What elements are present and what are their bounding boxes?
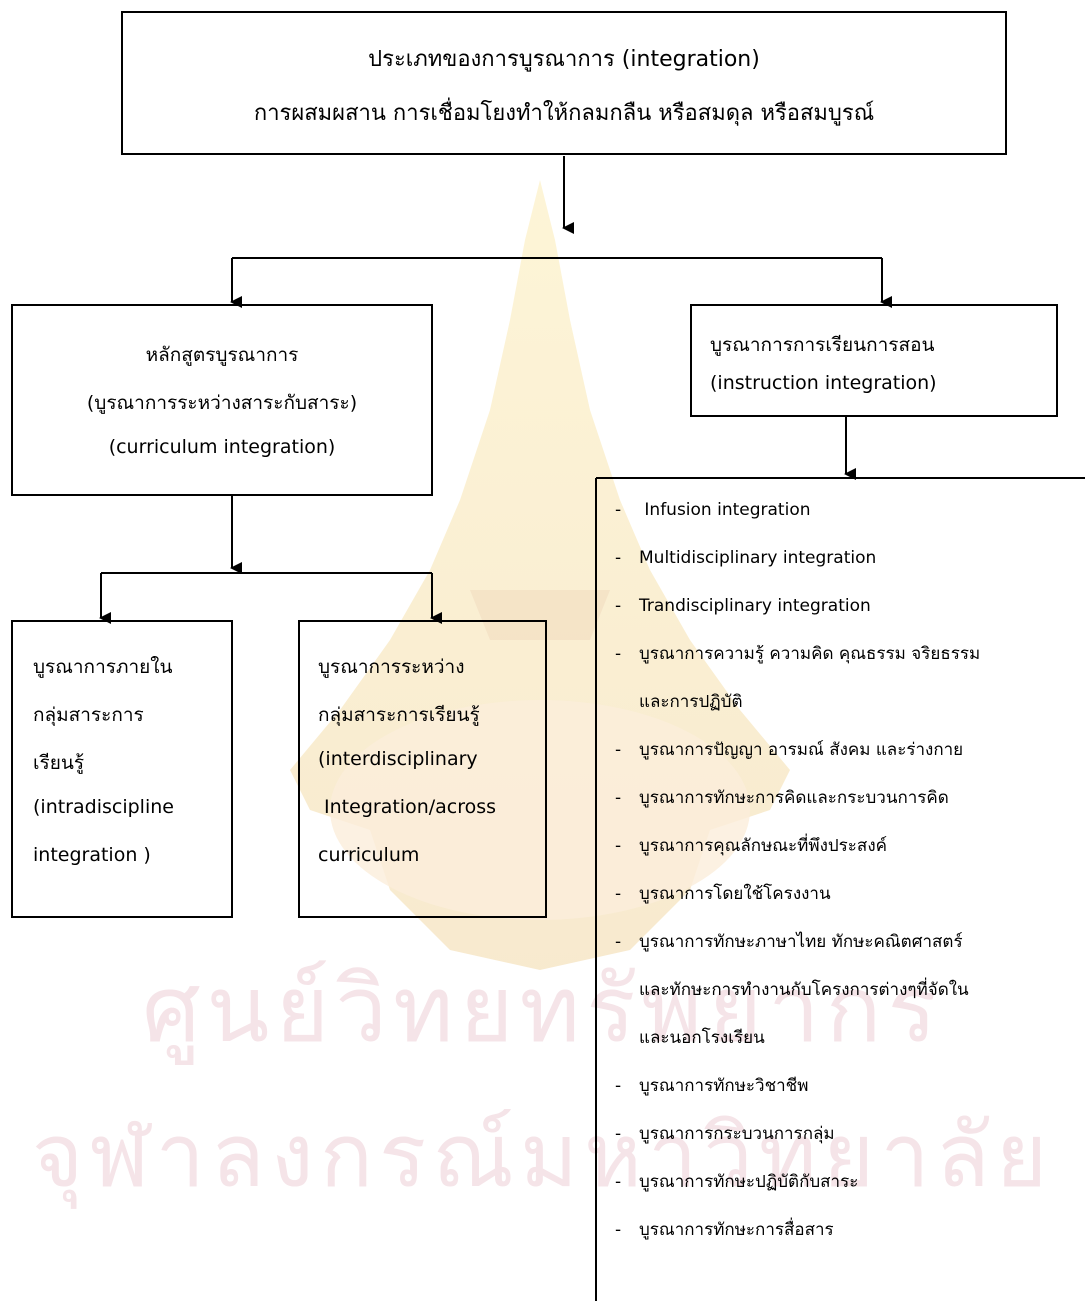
- list-item-text: Infusion integration: [639, 500, 811, 520]
- list-item-text: บูรณาการกระบวนการกลุ่ม: [639, 1124, 835, 1144]
- list-item-dash: -: [615, 740, 622, 760]
- list-item: -บูรณาการทักษะภาษาไทย ทักษะคณิตศาสตร์: [615, 930, 1085, 978]
- list-item-text: บูรณาการความรู้ ความคิด คุณธรรม จริยธรรม: [639, 644, 981, 664]
- list-item-text: Trandisciplinary integration: [639, 596, 871, 616]
- list-item: และนอกโรงเรียน: [615, 1026, 1085, 1074]
- watermark-line-1: ศูนย์วิทยทรัพยากร: [142, 956, 943, 1063]
- list-item-text: Multidisciplinary integration: [639, 548, 877, 568]
- list-item-text: และการปฏิบัติ: [639, 692, 743, 712]
- sub-left-line-2: กลุ่มสาระการ: [33, 704, 144, 726]
- integration-methods-list: - Infusion integration-Multidisciplinary…: [615, 498, 1085, 1266]
- sub-left-line-3: เรียนรู้: [33, 752, 85, 774]
- list-item-dash: -: [615, 836, 622, 856]
- list-item: -Multidisciplinary integration: [615, 546, 1085, 594]
- list-item-dash: -: [615, 788, 622, 808]
- list-item-text: บูรณาการคุณลักษณะที่พึงประสงค์: [639, 836, 887, 856]
- list-item: -บูรณาการกระบวนการกลุ่ม: [615, 1122, 1085, 1170]
- top-box-subtitle: การผสมผสาน การเชื่อมโยงทำให้กลมกลืน หรือ…: [253, 101, 875, 126]
- list-item-dash: -: [615, 884, 622, 904]
- list-item: และทักษะการทำงานกับโครงการต่างๆที่จัดใน: [615, 978, 1085, 1026]
- list-item-text: และนอกโรงเรียน: [639, 1028, 765, 1048]
- sub-left-line-1: บูรณาการภายใน: [33, 656, 173, 678]
- university-seal-watermark: [290, 180, 790, 970]
- list-item: และการปฏิบัติ: [615, 690, 1085, 738]
- sub-left-line-4: (intradiscipline: [33, 796, 174, 818]
- sub-left-line-5: integration ): [33, 844, 151, 866]
- list-item-dash: -: [615, 1220, 622, 1240]
- sub-right-line-1: บูรณาการระหว่าง: [318, 656, 465, 678]
- list-item: -Trandisciplinary integration: [615, 594, 1085, 642]
- left-box-line-1: หลักสูตรบูรณาการ: [145, 344, 299, 366]
- watermark-line-2: จุฬาลงกรณ์มหาวิทยาลัย: [31, 1104, 1054, 1207]
- list-item: -บูรณาการทักษะการสื่อสาร: [615, 1218, 1085, 1266]
- left-box-line-3: (curriculum integration): [108, 436, 336, 458]
- list-item-text: บูรณาการโดยใช้โครงงาน: [639, 884, 831, 904]
- instruction-integration-box: บูรณาการการเรียนการสอน (instruction inte…: [690, 304, 1058, 417]
- sub-right-line-5: curriculum: [318, 844, 420, 866]
- list-item-text: บูรณาการปัญญา อารมณ์ สังคม และร่างกาย: [639, 740, 964, 760]
- list-item-dash: -: [615, 596, 622, 616]
- list-item-text: บูรณาการทักษะภาษาไทย ทักษะคณิตศาสตร์: [639, 932, 963, 952]
- top-box-title: ประเภทของการบูรณาการ (integration): [368, 47, 760, 72]
- list-item-text: บูรณาการทักษะการคิดและกระบวนการคิด: [639, 788, 949, 808]
- list-item: -บูรณาการความรู้ ความคิด คุณธรรม จริยธรร…: [615, 642, 1085, 690]
- list-item: -บูรณาการโดยใช้โครงงาน: [615, 882, 1085, 930]
- list-item-dash: -: [615, 1172, 622, 1192]
- right-box-line-2: (instruction integration): [710, 372, 937, 394]
- list-item-text: บูรณาการทักษะการสื่อสาร: [639, 1220, 834, 1240]
- list-item-dash: -: [615, 1076, 622, 1096]
- intradiscipline-integration-box: บูรณาการภายใน กลุ่มสาระการ เรียนรู้ (int…: [11, 620, 233, 918]
- list-item: -บูรณาการคุณลักษณะที่พึงประสงค์: [615, 834, 1085, 882]
- sub-right-line-4: Integration/across: [318, 796, 497, 818]
- sub-right-line-3: (interdisciplinary: [318, 748, 478, 770]
- list-item: - Infusion integration: [615, 498, 1085, 546]
- sub-right-line-2: กลุ่มสาระการเรียนรู้: [318, 704, 480, 726]
- list-item-text: บูรณาการทักษะปฏิบัติกับสาระ: [639, 1172, 859, 1192]
- right-box-line-1: บูรณาการการเรียนการสอน: [710, 334, 935, 356]
- left-box-line-2: (บูรณาการระหว่างสาระกับสาระ): [86, 392, 358, 414]
- list-item: -บูรณาการปัญญา อารมณ์ สังคม และร่างกาย: [615, 738, 1085, 786]
- curriculum-integration-box: หลักสูตรบูรณาการ (บูรณาการระหว่างสาระกับ…: [11, 304, 433, 496]
- list-item: -บูรณาการทักษะการคิดและกระบวนการคิด: [615, 786, 1085, 834]
- list-item-dash: -: [615, 932, 622, 952]
- list-item-dash: -: [615, 548, 622, 568]
- integration-types-box: ประเภทของการบูรณาการ (integration) การผส…: [121, 11, 1007, 155]
- list-item-text: และทักษะการทำงานกับโครงการต่างๆที่จัดใน: [639, 980, 969, 1000]
- list-item-text: บูรณาการทักษะวิชาชีพ: [639, 1076, 809, 1096]
- list-item: -บูรณาการทักษะปฏิบัติกับสาระ: [615, 1170, 1085, 1218]
- list-item-dash: -: [615, 500, 622, 520]
- list-item: -บูรณาการทักษะวิชาชีพ: [615, 1074, 1085, 1122]
- interdisciplinary-integration-box: บูรณาการระหว่าง กลุ่มสาระการเรียนรู้ (in…: [298, 620, 547, 918]
- list-item-dash: -: [615, 644, 622, 664]
- list-item-dash: -: [615, 1124, 622, 1144]
